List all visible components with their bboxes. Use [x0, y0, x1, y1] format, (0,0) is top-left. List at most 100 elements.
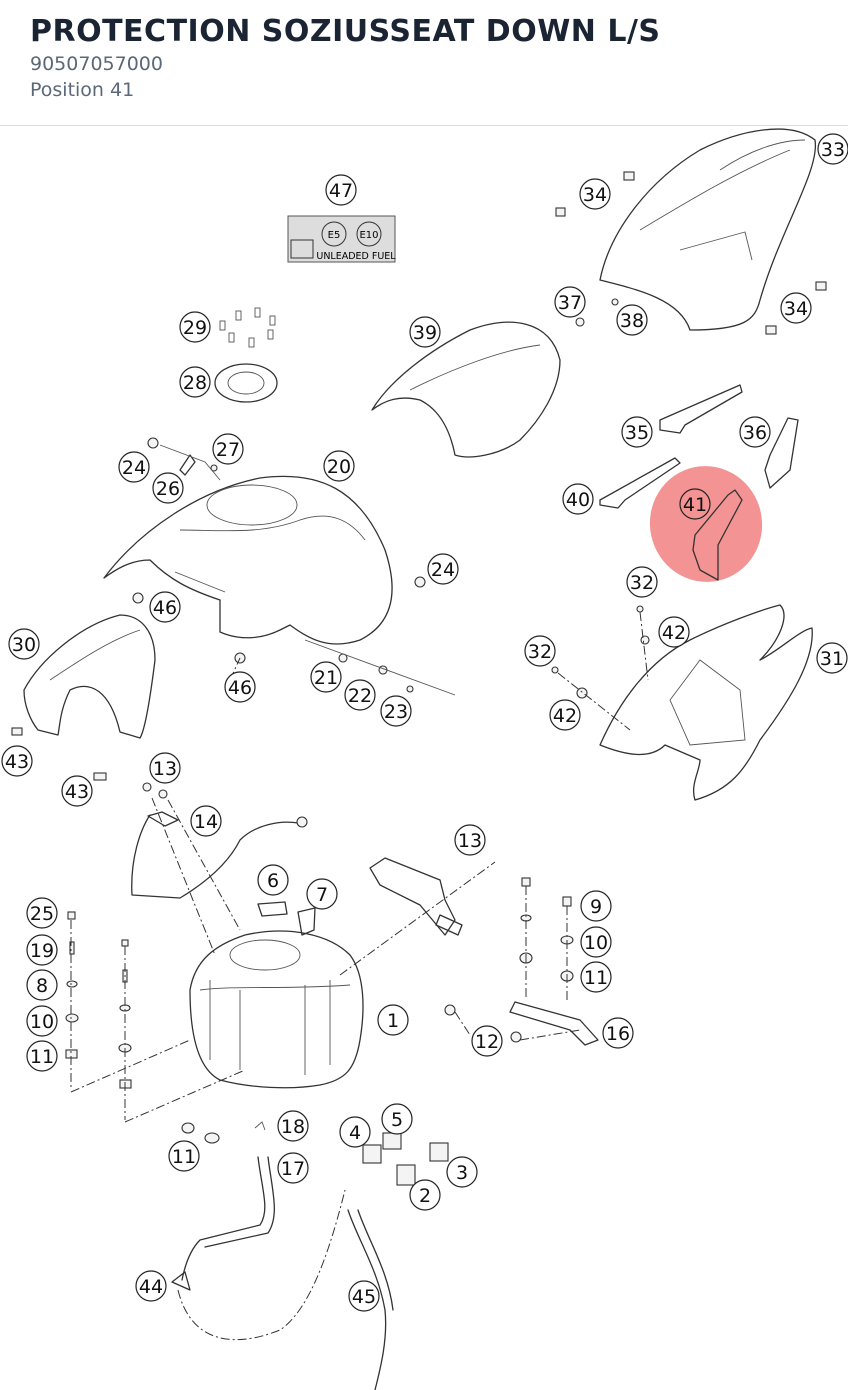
svg-text:22: 22: [348, 685, 372, 707]
pillion-seat-part: [371, 321, 561, 458]
svg-text:11: 11: [584, 967, 608, 989]
svg-text:10: 10: [30, 1011, 54, 1033]
callout: 43: [1, 745, 33, 777]
callout: 17: [277, 1152, 309, 1184]
svg-text:40: 40: [566, 489, 590, 511]
position-label: Position 41: [30, 79, 135, 101]
svg-text:46: 46: [228, 677, 252, 699]
svg-text:44: 44: [139, 1276, 163, 1298]
callout: 33: [817, 133, 848, 165]
callout: 14: [190, 805, 222, 837]
filler-cap-part: [214, 363, 278, 403]
callout: 16: [602, 1017, 634, 1049]
svg-text:16: 16: [606, 1023, 630, 1045]
callout: 6: [257, 864, 289, 896]
svg-text:8: 8: [36, 975, 48, 997]
callout: 5: [381, 1103, 413, 1135]
svg-text:32: 32: [630, 572, 654, 594]
rubber-block-parts: [362, 1132, 449, 1186]
callout-circles: 47 34 33 37 38 34 29 39 28 35 36 27 24 2…: [1, 133, 848, 1312]
svg-text:20: 20: [327, 456, 351, 478]
svg-text:23: 23: [384, 701, 408, 723]
svg-text:7: 7: [316, 884, 328, 906]
callout: 13: [454, 824, 486, 856]
svg-text:11: 11: [30, 1046, 54, 1068]
fuel-badge-e10: E10: [359, 230, 378, 241]
tank-bracket-part: [369, 857, 463, 936]
callout: 24: [118, 451, 150, 483]
callout: 25: [26, 897, 58, 929]
seat-part: [599, 128, 817, 331]
callout: 34: [780, 292, 812, 324]
fuel-label-text: UNLEADED FUEL: [316, 251, 396, 262]
svg-text:42: 42: [662, 622, 686, 644]
svg-text:13: 13: [458, 830, 482, 852]
svg-text:5: 5: [391, 1109, 403, 1131]
callout: 8: [26, 969, 58, 1001]
svg-text:47: 47: [329, 180, 353, 202]
svg-text:21: 21: [314, 667, 338, 689]
callout: 46: [149, 591, 181, 623]
callout: 4: [339, 1116, 371, 1148]
svg-text:37: 37: [558, 292, 582, 314]
callout: 23: [380, 695, 412, 727]
svg-text:43: 43: [5, 751, 29, 773]
callout: 9: [580, 890, 612, 922]
callout: 35: [621, 416, 653, 448]
fuel-label-sticker: E5 E10 UNLEADED FUEL: [287, 215, 396, 263]
svg-text:32: 32: [528, 641, 552, 663]
svg-text:39: 39: [413, 322, 437, 344]
svg-text:27: 27: [216, 439, 240, 461]
hose-parts: [171, 1156, 394, 1390]
svg-text:29: 29: [183, 317, 207, 339]
svg-text:31: 31: [820, 648, 844, 670]
callout: 32: [524, 635, 556, 667]
protection-41-shape: [692, 489, 743, 581]
protector-parts: [599, 384, 799, 581]
svg-text:18: 18: [281, 1116, 305, 1138]
callout: 44: [135, 1270, 167, 1302]
part-number: 90507057000: [30, 53, 163, 75]
svg-text:30: 30: [12, 634, 36, 656]
callout: 39: [409, 316, 441, 348]
svg-text:26: 26: [156, 478, 180, 500]
callout: 11: [26, 1040, 58, 1072]
callout: 27: [212, 433, 244, 465]
clip-7-part: [297, 907, 316, 936]
svg-text:28: 28: [183, 372, 207, 394]
part-title: PROTECTION SOZIUSSEAT DOWN L/S: [30, 14, 661, 49]
callout: 29: [179, 311, 211, 343]
cable-part: [131, 782, 308, 899]
callout: 20: [323, 450, 355, 482]
callout: 28: [179, 366, 211, 398]
svg-text:36: 36: [743, 422, 767, 444]
svg-text:34: 34: [784, 298, 808, 320]
callout: 31: [816, 642, 848, 674]
svg-text:38: 38: [620, 310, 644, 332]
callout: 40: [562, 483, 594, 515]
callout: 34: [579, 178, 611, 210]
callout: 10: [580, 926, 612, 958]
callout: 11: [580, 961, 612, 993]
callout: 21: [310, 661, 342, 693]
tank-cover-part: [103, 475, 393, 645]
callout-highlighted: 41: [679, 488, 711, 520]
callout: 11: [168, 1140, 200, 1172]
callout: 22: [344, 679, 376, 711]
svg-text:34: 34: [583, 184, 607, 206]
svg-text:45: 45: [352, 1286, 376, 1308]
svg-text:9: 9: [590, 896, 602, 918]
svg-text:1: 1: [387, 1010, 399, 1032]
svg-text:42: 42: [553, 705, 577, 727]
svg-text:33: 33: [821, 139, 845, 161]
svg-text:6: 6: [267, 870, 279, 892]
svg-text:12: 12: [475, 1031, 499, 1053]
svg-text:10: 10: [584, 932, 608, 954]
screws-part: [219, 307, 276, 348]
callout: 19: [26, 934, 58, 966]
callout: 2: [409, 1179, 441, 1211]
svg-text:24: 24: [431, 559, 455, 581]
front-cover-part: [23, 614, 156, 739]
svg-text:3: 3: [456, 1162, 468, 1184]
svg-text:4: 4: [349, 1122, 361, 1144]
